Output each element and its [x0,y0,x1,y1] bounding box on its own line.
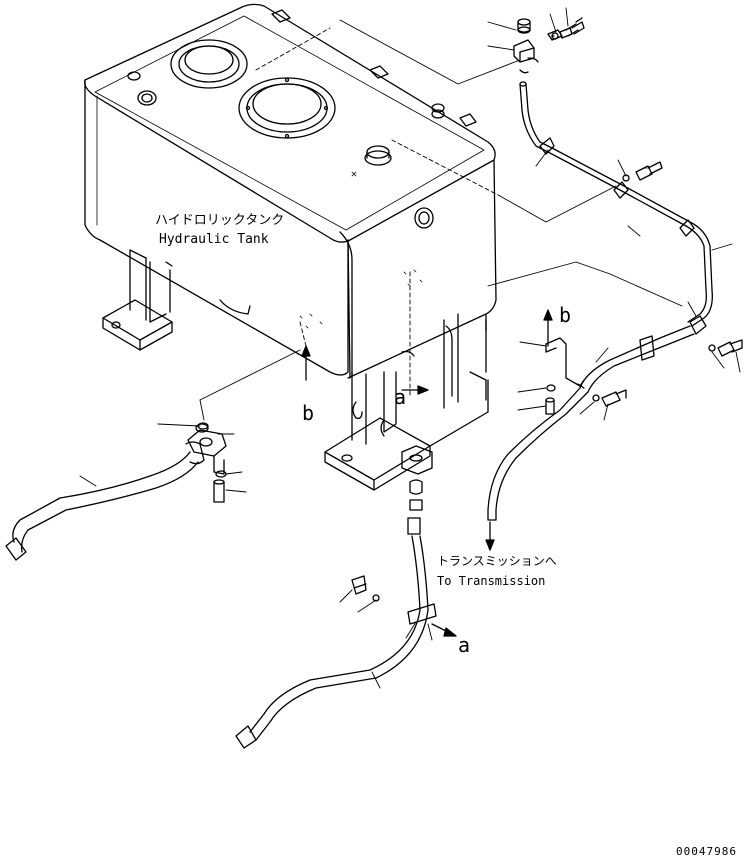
filler-opening-large [238,77,336,139]
sight-gauge [414,207,434,229]
center-flange [401,445,433,535]
tank-base-left [102,249,251,351]
cap-fitting [517,18,531,34]
hole-marks [299,171,423,329]
drain-hose-center [235,535,437,749]
transmission-label-jp: トランスミッションへ [437,554,557,568]
transmission-hose [487,325,695,521]
tank-base-right [324,313,489,491]
tank-label-jp: ハイドロリックタンク [155,213,284,228]
ref-a-upper: a [394,385,406,409]
oil-pipe-upper [519,81,713,327]
arrow-b-upper [543,309,553,347]
flange-left [187,429,227,475]
tank-label-en: Hydraulic Tank [159,232,269,247]
hydraulic-tank [84,3,497,379]
hose-clip [545,337,585,389]
callout-lines [199,19,683,421]
reference-lines [255,27,501,399]
transmission-label-en: To Transmission [437,574,545,588]
breather-port [364,145,392,166]
ref-b-lower: b [302,401,314,425]
ref-b-upper: b [559,303,571,327]
suction-hose-left [5,441,205,561]
arrow-to-transmission [485,521,495,551]
arrow-a-upper [401,385,429,395]
leader-lines [79,7,741,689]
drawing-number: 00047986 [676,845,737,858]
filler-opening-small [170,39,248,89]
ref-a-lower: a [458,633,470,657]
elbow-fitting [513,39,539,63]
arrow-a-lower [431,623,457,637]
seal-ring [195,423,209,433]
arrow-b-lower [301,345,311,381]
